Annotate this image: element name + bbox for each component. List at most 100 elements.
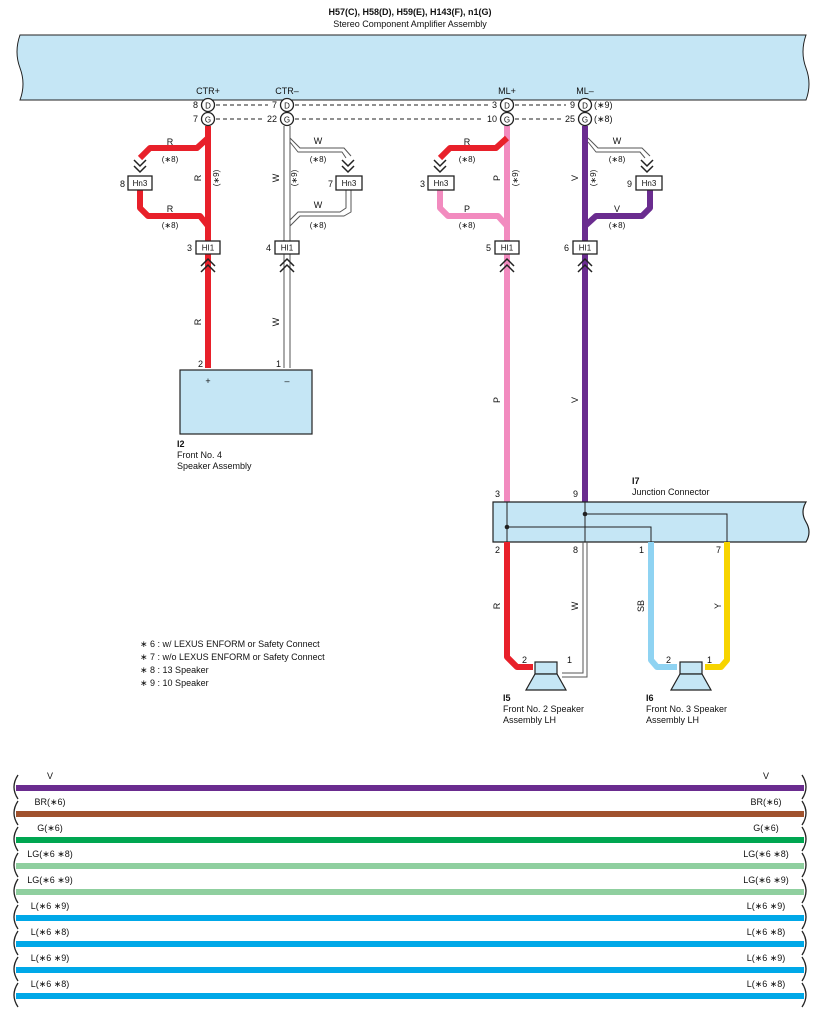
i7-pin-in-v: 9	[573, 489, 578, 499]
svg-text:D: D	[284, 102, 290, 111]
harness-label-right: L(∗6 ∗9)	[747, 953, 786, 963]
junction-dot-2	[582, 511, 588, 517]
pin-ml-minus-g: 25	[565, 114, 575, 124]
i5-name-line2: Assembly LH	[503, 715, 556, 725]
speaker-i6-icon	[669, 661, 713, 691]
hi1-connector-ctr-minus: HI1	[274, 240, 300, 273]
pin-ml-plus-d: 3	[492, 100, 497, 110]
harness-left-bracket	[13, 774, 19, 800]
harness-right-bracket	[801, 826, 807, 852]
i2-pin-minus: 1	[276, 359, 281, 369]
ctr-plus-g-circle: G	[200, 111, 216, 127]
note-1: ∗ 6 : w/ LEXUS ENFORM or Safety Connect	[140, 639, 320, 649]
i7-pin-out-y: 7	[716, 545, 721, 555]
harness-label-left: L(∗6 ∗8)	[31, 979, 70, 989]
label-w-1: W	[314, 136, 323, 146]
ctr-plus-d-circle: D	[200, 97, 216, 113]
ctr-minus-g-circle: G	[279, 111, 295, 127]
i7-pin-in-p: 3	[495, 489, 500, 499]
harness-right-bracket	[801, 904, 807, 930]
speaker-i2-box	[179, 369, 313, 435]
i2-sign-minus: –	[284, 376, 289, 386]
svg-text:Hn3: Hn3	[642, 179, 657, 188]
svg-text:Hn3: Hn3	[434, 179, 449, 188]
harness-row: BR(∗6)BR(∗6)	[13, 797, 807, 826]
terminal-label-ml-plus: ML+	[498, 86, 516, 96]
pin-ml-minus-d: 9	[570, 100, 575, 110]
i2-pin-plus: 2	[198, 359, 203, 369]
harness-left-bracket	[13, 904, 19, 930]
i7-name: Junction Connector	[632, 487, 710, 497]
label-n8-2: (∗8)	[162, 221, 179, 230]
i7-code: I7	[632, 476, 640, 486]
harness-right-bracket	[801, 878, 807, 904]
label-v-vert-1: V	[570, 175, 580, 181]
terminal-label-ml-minus: ML–	[576, 86, 594, 96]
label-p-1: P	[464, 204, 470, 214]
svg-text:HI1: HI1	[202, 244, 215, 253]
terminal-label-ctr-plus: CTR+	[196, 86, 220, 96]
terminal-label-ctr-minus: CTR–	[275, 86, 299, 96]
ml-plus-d-circle: D	[499, 97, 515, 113]
harness-row: LG(∗6 ∗8) LG(∗6 ∗8)	[13, 849, 807, 878]
note-3: ∗ 8 : 13 Speaker	[140, 665, 209, 675]
label-w-vert-2: W	[271, 317, 281, 326]
harness-label-left: LG(∗6 ∗9)	[27, 875, 73, 885]
i6-code: I6	[646, 693, 654, 703]
svg-text:D: D	[205, 102, 211, 111]
svg-text:G: G	[284, 116, 290, 125]
i5-pin-a: 2	[522, 655, 527, 665]
i6-name-line2: Assembly LH	[646, 715, 699, 725]
hi1-pin-ml-minus: 6	[564, 243, 569, 253]
svg-text:D: D	[504, 102, 510, 111]
hn3-connector-ctr-minus: Hn3	[335, 159, 363, 191]
label-r-3: R	[464, 137, 471, 147]
harness-label-left: LG(∗6 ∗8)	[27, 849, 73, 859]
pin-ml-plus-g: 10	[487, 114, 497, 124]
ml-plus-g-circle: G	[499, 111, 515, 127]
harness-right-bracket	[801, 852, 807, 878]
label-w-2: W	[314, 200, 323, 210]
harness-left-bracket	[13, 878, 19, 904]
harness-label-left: L(∗6 ∗9)	[31, 953, 70, 963]
svg-text:HI1: HI1	[579, 244, 592, 253]
hn3-connector-ml-plus: Hn3	[427, 159, 455, 191]
ctr-minus-d-circle: D	[279, 97, 295, 113]
label-p-vert-2: P	[492, 397, 502, 403]
terminal-circles: D G D G D G D G	[200, 97, 593, 127]
svg-text:G: G	[205, 116, 211, 125]
i2-sign-plus: +	[205, 376, 210, 386]
label-n9-4: (∗9)	[589, 169, 598, 186]
speaker-i5-icon	[524, 661, 568, 691]
harness-label-right: BR(∗6)	[750, 797, 781, 807]
label-w-vert-1: W	[271, 173, 281, 182]
wire-i5-white	[562, 542, 588, 678]
note-ml-minus-g: (∗8)	[594, 114, 613, 124]
harness-label-left: L(∗6 ∗8)	[31, 927, 70, 937]
i2-name-line2: Speaker Assembly	[177, 461, 252, 471]
label-n9-1: (∗9)	[212, 169, 221, 186]
harness-label-left: V	[47, 771, 53, 781]
note-4: ∗ 9 : 10 Speaker	[140, 678, 209, 688]
i6-pin-b: 1	[707, 655, 712, 665]
harness-left-bracket	[13, 800, 19, 826]
junction-internal-wiring	[506, 502, 728, 542]
pin-ctr-minus-d: 7	[272, 100, 277, 110]
pin-ctr-plus-g: 7	[193, 114, 198, 124]
harness-right-bracket	[801, 930, 807, 956]
wire-ctr-minus	[283, 126, 352, 368]
svg-text:Hn3: Hn3	[133, 179, 148, 188]
harness-label-right: L(∗6 ∗8)	[747, 927, 786, 937]
svg-text:G: G	[504, 116, 510, 125]
hn3-pin-ctr: 8	[120, 179, 125, 189]
svg-text:Hn3: Hn3	[342, 179, 357, 188]
label-n8-8: (∗8)	[609, 221, 626, 230]
label-w-vert-3: W	[570, 601, 580, 610]
harness-label-right: LG(∗6 ∗8)	[743, 849, 789, 859]
note-ml-minus-d: (∗9)	[594, 100, 613, 110]
amplifier-box	[16, 34, 810, 101]
harness-row: L(∗6 ∗8) L(∗6 ∗8)	[13, 927, 807, 956]
